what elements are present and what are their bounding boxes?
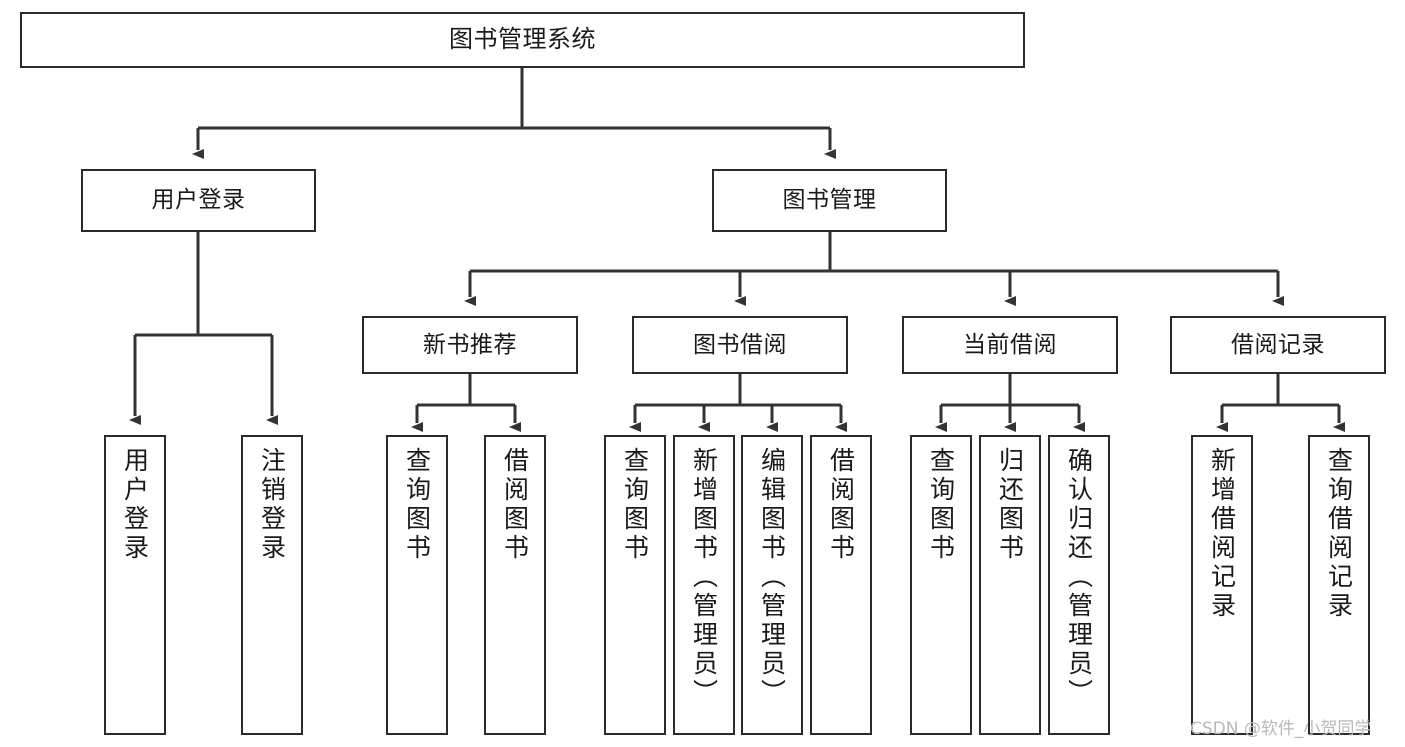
node-label: 注销登录: [257, 447, 287, 563]
leaf-current-query-books[interactable]: 查询图书: [910, 435, 972, 735]
node-label: 归还图书: [995, 447, 1025, 563]
leaf-borrow-borrow-books[interactable]: 借阅图书: [810, 435, 872, 735]
leaf-user-login[interactable]: 用户登录: [104, 435, 166, 735]
leaf-records-add-record[interactable]: 新增借阅记录: [1191, 435, 1253, 735]
node-label: 图书管理: [782, 187, 877, 214]
node-user-login[interactable]: 用户登录: [81, 169, 316, 232]
node-label: 查询借阅记录: [1324, 447, 1354, 621]
node-label: 借阅记录: [1231, 331, 1325, 358]
leaf-borrow-query-books[interactable]: 查询图书: [604, 435, 666, 735]
node-label: 新增借阅记录: [1207, 447, 1237, 621]
node-label: 新书推荐: [423, 331, 517, 358]
node-label: 确认归还（管理员）: [1064, 447, 1094, 708]
leaf-current-return-books[interactable]: 归还图书: [979, 435, 1041, 735]
leaf-new-book-borrow-books[interactable]: 借阅图书: [484, 435, 546, 735]
node-label: 编辑图书（管理员）: [757, 447, 787, 708]
node-label: 查询图书: [402, 447, 432, 563]
leaf-new-book-query-books[interactable]: 查询图书: [386, 435, 448, 735]
node-label: 新增图书（管理员）: [689, 447, 719, 708]
node-label: 查询图书: [926, 447, 956, 563]
node-book-management[interactable]: 图书管理: [712, 169, 947, 232]
node-label: 用户登录: [120, 447, 150, 563]
node-new-book-recommendation[interactable]: 新书推荐: [362, 316, 578, 374]
leaf-borrow-edit-book-admin[interactable]: 编辑图书（管理员）: [741, 435, 803, 735]
leaf-user-logout[interactable]: 注销登录: [241, 435, 303, 735]
node-label: 图书管理系统: [449, 25, 596, 54]
node-label: 用户登录: [151, 187, 246, 214]
node-root-book-management-system[interactable]: 图书管理系统: [20, 12, 1025, 68]
leaf-records-query-record[interactable]: 查询借阅记录: [1308, 435, 1370, 735]
node-label: 图书借阅: [693, 331, 787, 358]
node-borrowing-records[interactable]: 借阅记录: [1170, 316, 1386, 374]
node-current-borrowing[interactable]: 当前借阅: [902, 316, 1118, 374]
leaf-current-confirm-return-admin[interactable]: 确认归还（管理员）: [1048, 435, 1110, 735]
leaf-borrow-add-book-admin[interactable]: 新增图书（管理员）: [673, 435, 735, 735]
csdn-watermark: CSDN @软件_小贺同学: [1190, 719, 1372, 739]
node-book-borrowing[interactable]: 图书借阅: [632, 316, 848, 374]
node-label: 查询图书: [620, 447, 650, 563]
node-label: 借阅图书: [826, 447, 856, 563]
node-label: 当前借阅: [963, 331, 1057, 358]
node-label: 借阅图书: [500, 447, 530, 563]
